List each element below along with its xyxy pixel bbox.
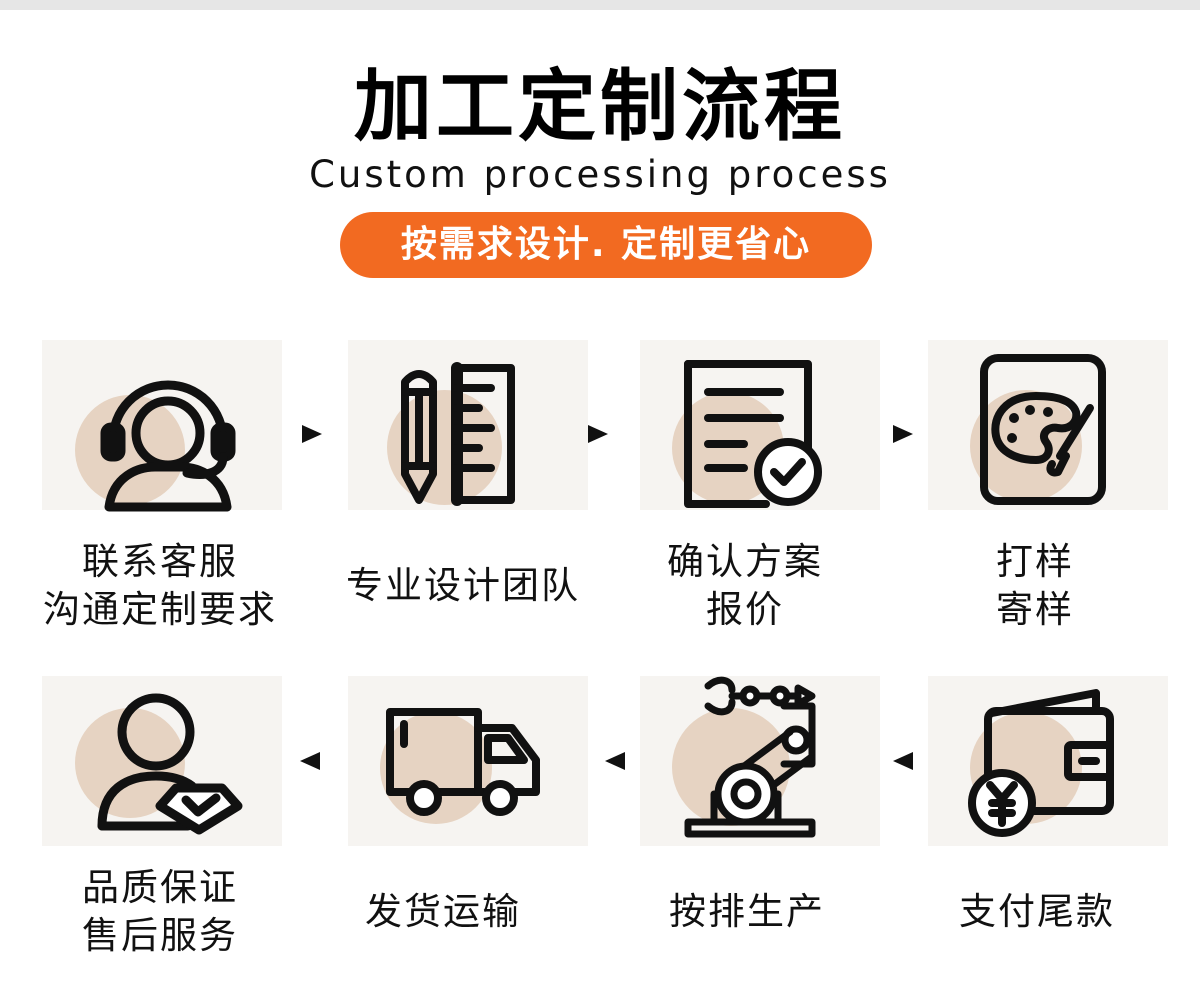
- top-divider-bar: [0, 0, 1200, 10]
- arrow-right-3: [893, 425, 913, 443]
- step-1-label: 联系客服 沟通定制要求: [20, 538, 300, 634]
- step-5-label: 支付尾款: [912, 888, 1162, 936]
- document-check-icon: [684, 360, 822, 508]
- step-8-label: 品质保证 售后服务: [25, 864, 295, 960]
- page-title: 加工定制流程: [353, 62, 846, 152]
- step-7-label: 发货运输: [328, 888, 558, 936]
- arrow-right-2: [588, 425, 608, 443]
- step-2-line-1: 专业设计团队: [346, 564, 580, 607]
- arrow-left-3: [893, 752, 913, 770]
- step-4-line-2: 寄样: [996, 588, 1074, 631]
- pencil-ruler-icon: [401, 362, 515, 506]
- delivery-truck-icon: [386, 708, 540, 816]
- arrow-left-2: [605, 752, 625, 770]
- step-2-label: 专业设计团队: [318, 562, 608, 610]
- user-shield-icon: [97, 693, 243, 835]
- step-7-line-1: 发货运输: [365, 890, 521, 933]
- step-4-line-1: 打样: [996, 540, 1074, 583]
- arrow-right-1: [302, 425, 322, 443]
- step-1-blob: [75, 395, 185, 505]
- step-3-label: 确认方案 报价: [610, 538, 880, 634]
- arrow-left-1: [300, 752, 320, 770]
- step-3-line-1: 确认方案: [667, 540, 823, 583]
- wallet-yuan-icon: [968, 689, 1114, 837]
- robot-arm-icon: [684, 676, 816, 838]
- step-8-line-1: 品质保证: [82, 866, 238, 909]
- headset-agent-icon: [100, 380, 236, 512]
- step-6-label: 按排生产: [622, 888, 872, 936]
- step-1-line-2: 沟通定制要求: [43, 588, 277, 631]
- palette-icon: [980, 354, 1106, 505]
- step-6-line-1: 按排生产: [669, 890, 825, 933]
- step-4-label: 打样 寄样: [930, 538, 1140, 634]
- step-5-line-1: 支付尾款: [959, 890, 1115, 933]
- step-1-line-1: 联系客服: [82, 540, 238, 583]
- step-3-line-2: 报价: [706, 588, 784, 631]
- tagline-badge: 按需求设计. 定制更省心: [340, 212, 872, 278]
- step-8-line-2: 售后服务: [82, 914, 238, 957]
- page-subtitle: Custom processing process: [309, 153, 891, 196]
